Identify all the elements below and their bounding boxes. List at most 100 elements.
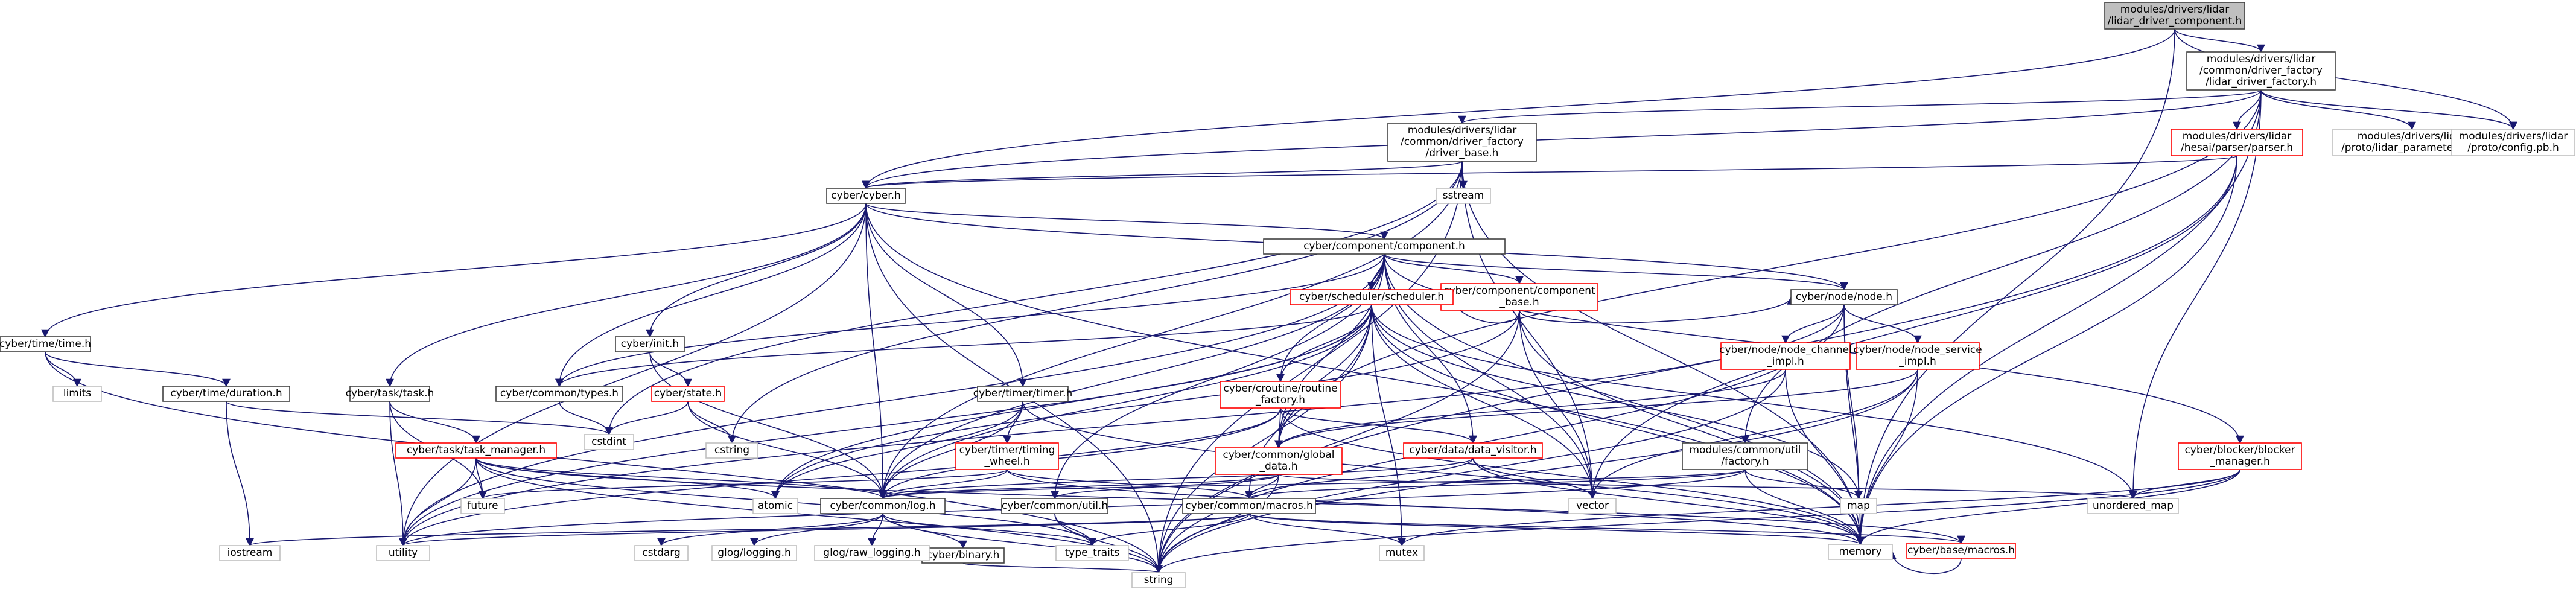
node-label: cyber/task/task.h — [346, 387, 434, 400]
node-types-h[interactable]: cyber/common/types.h — [495, 386, 623, 402]
node-box — [52, 386, 102, 402]
edge-timer-h-to-log-h — [883, 401, 1023, 498]
node-label: cyber/blocker/blocker — [2185, 444, 2295, 456]
node-label: /proto/lidar_parameter.pb.h — [2341, 142, 2482, 154]
node-component-h[interactable]: cyber/component/component.h — [1263, 238, 1506, 255]
edge-macros-common-to-type-traits — [1092, 513, 1250, 546]
node-routine-factory[interactable]: cyber/croutine/routine_factory.h — [1220, 381, 1341, 409]
node-box — [1856, 342, 1980, 370]
node-box — [2087, 498, 2179, 514]
node-cstdarg[interactable]: cstdarg — [634, 545, 689, 561]
node-root[interactable]: modules/drivers/lidar/lidar_driver_compo… — [2104, 2, 2245, 30]
node-utility[interactable]: utility — [376, 545, 430, 561]
node-memory[interactable]: memory — [1828, 544, 1893, 560]
node-label: vector — [1576, 500, 1609, 512]
node-box — [1290, 289, 1454, 305]
node-label: modules/drivers/lidar — [2459, 130, 2568, 142]
edge-log-h-to-glog-raw-logging — [872, 513, 883, 546]
node-label: cyber/init.h — [621, 338, 679, 350]
node-timer-h[interactable]: cyber/timer/timer.h — [973, 386, 1073, 402]
edge-state-h-to-cstring — [687, 401, 732, 443]
node-iostream[interactable]: iostream — [219, 545, 281, 561]
node-label: cyber/component/component.h — [1303, 240, 1465, 252]
edge-init-h-to-log-h — [649, 351, 883, 498]
edge-root-to-cyber-h — [866, 28, 2175, 188]
node-node-service-impl[interactable]: cyber/node/node_service_impl.h — [1853, 342, 1982, 370]
node-label: cyber/time/duration.h — [170, 387, 282, 400]
node-glog-logging[interactable]: glog/logging.h — [711, 545, 797, 561]
node-label: cyber/croutine/routine — [1223, 383, 1337, 395]
node-label: cyber/common/log.h — [830, 500, 935, 512]
node-hesai-parser[interactable]: modules/drivers/lidar/hesai/parser/parse… — [2171, 129, 2303, 156]
node-cstdint[interactable]: cstdint — [584, 434, 634, 450]
node-box — [752, 498, 798, 514]
node-factory[interactable]: modules/drivers/lidar/common/driver_fact… — [2186, 51, 2336, 91]
node-cyber-h[interactable]: cyber/cyber.h — [826, 188, 906, 204]
edge-component-h-to-global-data — [1279, 253, 1385, 448]
edge-component-h-to-routine-factory — [1280, 253, 1385, 381]
node-node-h[interactable]: cyber/node/node.h — [1790, 289, 1898, 305]
node-duration-h[interactable]: cyber/time/duration.h — [162, 386, 290, 402]
node-task-manager[interactable]: cyber/task/task_manager.h — [395, 442, 557, 459]
node-box — [376, 545, 430, 561]
node-init-h[interactable]: cyber/init.h — [615, 336, 685, 352]
node-global-data[interactable]: cyber/common/global_data.h — [1215, 447, 1343, 475]
edge-driver-base-to-log-h — [883, 161, 1463, 498]
node-box — [955, 442, 1059, 470]
node-vector[interactable]: vector — [1568, 498, 1617, 514]
node-string[interactable]: string — [1131, 572, 1186, 588]
node-box — [1840, 498, 1877, 514]
node-box — [2178, 442, 2302, 470]
node-box — [1906, 543, 2016, 559]
node-mutex[interactable]: mutex — [1379, 545, 1425, 561]
node-box — [495, 386, 623, 402]
node-sstream[interactable]: sstream — [1436, 188, 1491, 204]
node-driver-base[interactable]: modules/drivers/lidar/common/driver_fact… — [1387, 123, 1537, 162]
node-macros-common[interactable]: cyber/common/macros.h — [1182, 498, 1316, 514]
node-task-h[interactable]: cyber/task/task.h — [346, 386, 434, 402]
node-type-traits[interactable]: type_traits — [1055, 545, 1129, 561]
node-node-channel-impl[interactable]: cyber/node/node_channel_impl.h — [1719, 342, 1852, 370]
node-config-pb[interactable]: modules/drivers/lidar/proto/config.pb.h — [2451, 129, 2575, 156]
node-box — [1436, 188, 1491, 204]
node-map[interactable]: map — [1840, 498, 1877, 514]
node-label: cyber/cyber.h — [831, 189, 901, 202]
node-unordered-map[interactable]: unordered_map — [2087, 498, 2179, 514]
node-label: atomic — [758, 500, 793, 512]
node-timing-wheel[interactable]: cyber/timer/timing_wheel.h — [955, 442, 1059, 470]
node-limits[interactable]: limits — [52, 386, 102, 402]
node-util-h[interactable]: cyber/common/util.h — [1001, 498, 1108, 514]
node-label: /lidar_driver_factory.h — [2206, 76, 2317, 88]
edge-scheduler-h-to-routine-factory — [1280, 304, 1372, 381]
node-scheduler-h[interactable]: cyber/scheduler/scheduler.h — [1290, 289, 1454, 305]
edge-component-base-to-node-h — [1519, 298, 1791, 324]
node-data-visitor[interactable]: cyber/data/data_visitor.h — [1403, 442, 1543, 459]
node-cstring[interactable]: cstring — [705, 442, 758, 459]
node-blocker-manager[interactable]: cyber/blocker/blocker_manager.h — [2178, 442, 2302, 470]
node-box — [162, 386, 290, 402]
edge-factory-to-common-factory — [1745, 89, 2262, 443]
node-common-factory[interactable]: modules/common/util/factory.h — [1682, 442, 1808, 470]
node-log-h[interactable]: cyber/common/log.h — [820, 498, 946, 514]
node-atomic[interactable]: atomic — [752, 498, 798, 514]
node-binary-h[interactable]: cyber/binary.h — [921, 547, 1005, 564]
node-state-h[interactable]: cyber/state.h — [651, 386, 725, 402]
node-label: cyber/node/node.h — [1796, 291, 1892, 303]
edge-cyber-h-to-log-h — [865, 203, 883, 498]
node-label: cyber/state.h — [654, 387, 722, 400]
node-label: cyber/common/util.h — [1002, 500, 1108, 512]
node-time-h[interactable]: cyber/time/time.h — [0, 336, 91, 352]
node-base-macros[interactable]: cyber/base/macros.h — [1906, 543, 2016, 559]
node-label: cyber/node/node_service — [1853, 344, 1982, 356]
edge-task-manager-to-log-h — [475, 457, 883, 498]
node-label: map — [1847, 500, 1870, 512]
node-box — [1379, 545, 1425, 561]
node-label: modules/drivers/lidar — [1408, 124, 1517, 136]
node-future[interactable]: future — [460, 498, 505, 514]
node-lidar-param-pb[interactable]: modules/drivers/lidar/proto/lidar_parame… — [2332, 129, 2492, 156]
node-component-base[interactable]: cyber/component/component_base.h — [1440, 283, 1598, 311]
node-glog-raw-logging[interactable]: glog/raw_logging.h — [814, 545, 930, 561]
node-label: cyber/common/macros.h — [1185, 500, 1313, 512]
edge-node-service-impl-to-string — [1159, 369, 1918, 573]
